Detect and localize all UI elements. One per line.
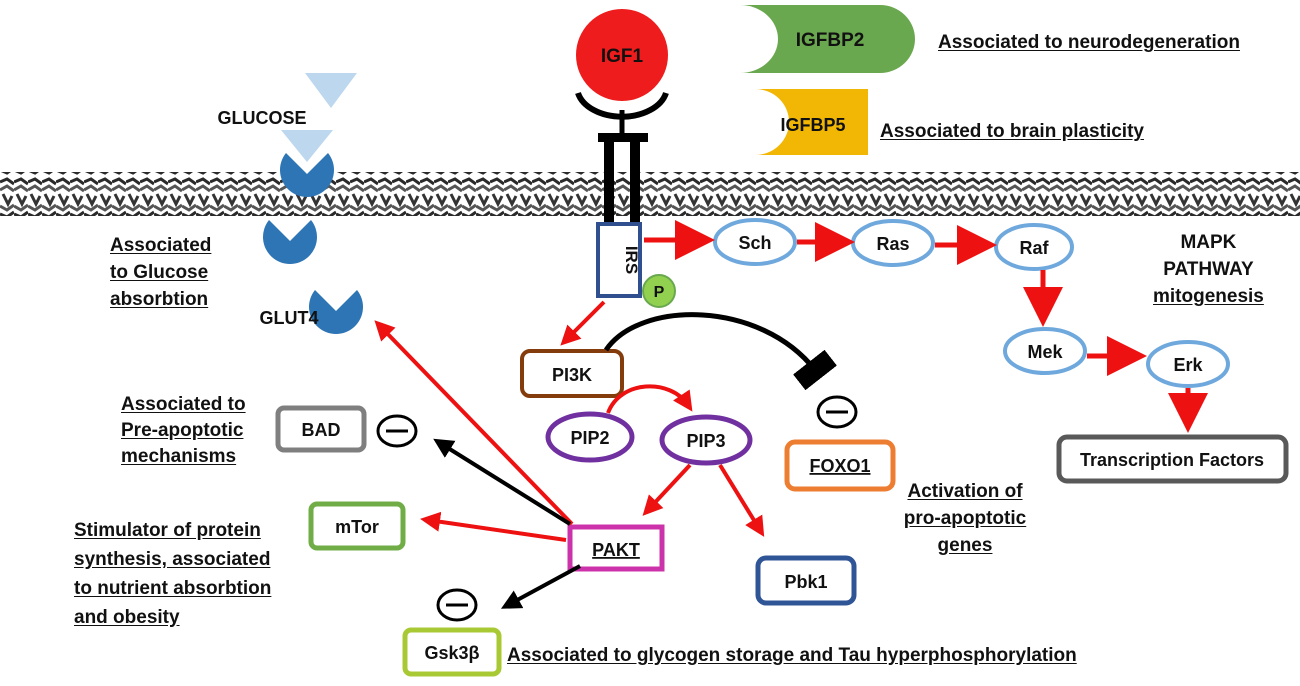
mek-label: Mek: [1027, 342, 1063, 362]
arrow-pip2-pip3: [606, 384, 693, 414]
bad-box: [275, 405, 367, 453]
protein-synthesis-line-3: to nutrient absorbtion: [74, 578, 272, 599]
glucose-absorption-line-2: to Glucose: [110, 262, 209, 283]
receptor-crossbar: [598, 133, 648, 142]
inhibit-pi3k-foxo1: [603, 312, 837, 391]
gsk3b-box: [402, 627, 502, 677]
igfbp5-shape: [755, 89, 868, 155]
igfbp5-label: IGFBP5: [780, 115, 845, 135]
annotation-pro-apoptotic: Activation of pro-apoptotic genes: [896, 478, 1034, 559]
glucose-triangle-2: [281, 130, 333, 162]
inhibit-pakt-gsk3b: [500, 564, 581, 609]
cell-membrane: [0, 172, 1300, 216]
foxo1-box: [784, 439, 896, 492]
pip2-label: PIP2: [570, 428, 609, 448]
glut4-unit-2: [262, 220, 317, 264]
arrow-irs-pi3k: [560, 300, 606, 346]
phospho-circle: [642, 274, 676, 308]
erk-node: [1146, 340, 1230, 388]
arrow-pip3-pakt: [642, 463, 692, 516]
pbk1-label: Pbk1: [784, 572, 827, 592]
glucose-absorption-line-1: Associated: [110, 235, 212, 256]
glucose-label: GLUCOSE: [217, 108, 306, 128]
glucose-triangle-1: [305, 73, 357, 108]
igfbp2-label: IGFBP2: [796, 30, 865, 51]
pip2-node: [545, 411, 635, 463]
glut4-unit-1: [280, 153, 334, 197]
arrow-pip3-pbk1: [718, 463, 765, 537]
receptor-left-leg: [604, 140, 614, 224]
mapk-line-2: PATHWAY: [1163, 259, 1254, 280]
glut4-unit-3: [309, 290, 363, 334]
mtor-label: mTor: [335, 517, 379, 537]
igfbp2-shape: [740, 5, 915, 73]
pro-apoptotic-line-1: Activation of: [907, 481, 1023, 502]
transcription-factors-box: [1056, 434, 1289, 484]
irs-label: IRS: [622, 246, 641, 274]
foxo1-label: FOXO1: [809, 456, 870, 476]
pre-apoptotic-line-1: Associated to: [121, 394, 246, 415]
annotation-pre-apoptotic: Associated to Pre-apoptotic mechanisms: [121, 392, 246, 470]
pro-apoptotic-line-2: pro-apoptotic: [903, 508, 1027, 529]
glucose-absorption-line-3: absorbtion: [110, 289, 209, 310]
arrow-pakt-glut4: [374, 320, 574, 526]
pi3k-box: [520, 349, 624, 398]
protein-synthesis-line-1: Stimulator of protein: [74, 520, 261, 541]
gsk3b-label: Gsk3β: [424, 643, 479, 663]
pakt-box: [567, 524, 665, 572]
pro-apoptotic-line-3: genes: [937, 535, 993, 556]
pre-apoptotic-line-3: mechanisms: [121, 446, 237, 467]
pbk1-box: [755, 555, 857, 606]
mapk-line-1: MAPK: [1180, 232, 1237, 253]
pi3k-label: PI3K: [552, 365, 592, 385]
mek-node: [1003, 327, 1087, 375]
irs-box: [596, 222, 642, 298]
pip3-label: PIP3: [686, 431, 725, 451]
protein-synthesis-line-2: synthesis, associated: [74, 549, 271, 570]
sch-node: [713, 218, 797, 266]
pip3-node: [659, 414, 753, 466]
bad-label: BAD: [302, 420, 341, 440]
pakt-label: PAKT: [592, 540, 640, 560]
igf1-label: IGF1: [601, 46, 644, 67]
annotation-glucose-absorption: Associated to Glucose absorbtion: [110, 232, 211, 313]
igf1-circle: [576, 9, 668, 101]
receptor-right-leg: [630, 140, 640, 224]
protein-synthesis-line-4: and obesity: [74, 607, 180, 628]
phospho-label: P: [654, 284, 665, 301]
mtor-box: [308, 501, 406, 551]
ras-label: Ras: [876, 234, 909, 254]
glut4-label: GLUT4: [259, 308, 318, 328]
sch-label: Sch: [738, 233, 771, 253]
transcription-factors-label: Transcription Factors: [1080, 450, 1264, 470]
erk-label: Erk: [1173, 355, 1203, 375]
arrow-pakt-mtor: [420, 511, 567, 542]
annotation-neurodegeneration: Associated to neurodegeneration: [938, 32, 1240, 53]
annotation-brain-plasticity: Associated to brain plasticity: [880, 121, 1144, 142]
annotation-mapk-pathway: MAPK PATHWAY mitogenesis: [1153, 229, 1264, 310]
mapk-line-3: mitogenesis: [1153, 286, 1264, 307]
inhibit-pakt-bad: [433, 438, 572, 526]
raf-label: Raf: [1019, 238, 1049, 258]
pre-apoptotic-line-2: Pre-apoptotic: [121, 420, 244, 441]
annotation-protein-synthesis: Stimulator of protein synthesis, associa…: [74, 516, 271, 632]
annotation-glycogen-tau: Associated to glycogen storage and Tau h…: [507, 645, 1077, 666]
